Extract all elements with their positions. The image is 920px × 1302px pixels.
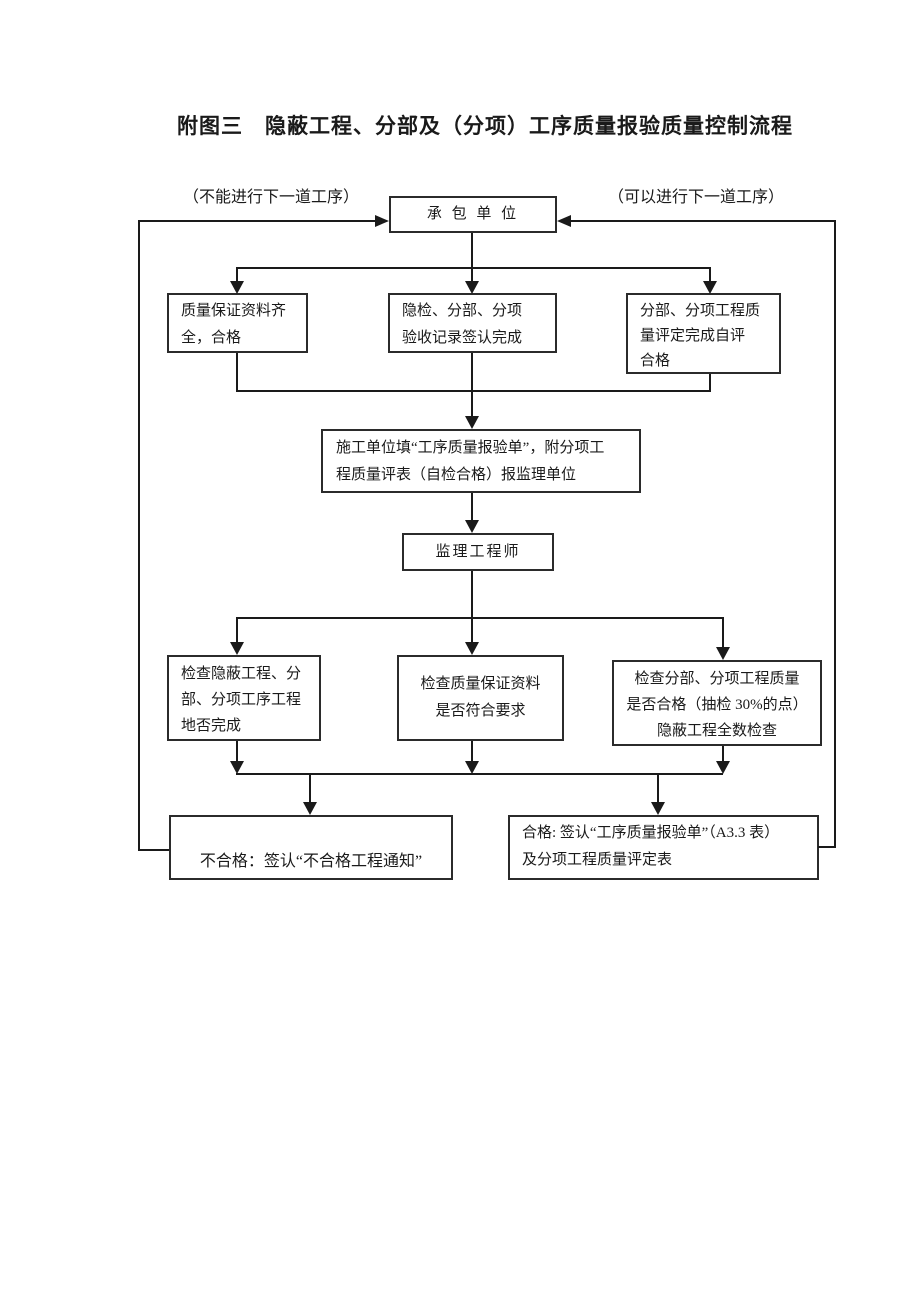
arrow-into-check-completion: [230, 642, 244, 655]
line-drop-check-qa-docs: [471, 617, 473, 643]
node-result-pass: 合格: 签认“工序质量报验单”（A3.3 表） 及分项工程质量评定表: [508, 815, 819, 880]
node-inspection-records-signed: 隐检、分部、分项 验收记录签认完成: [388, 293, 557, 353]
note-cannot-proceed: （不能进行下一道工序）: [183, 189, 360, 206]
line-merge-to-submit: [471, 390, 473, 417]
line-drop-pass: [657, 773, 659, 803]
line-left-feedback-top: [139, 220, 375, 222]
node-check-quality-sampling: 检查分部、分项工程质量 是否合格（抽检 30%的点） 隐蔽工程全数检查: [612, 660, 822, 746]
line-merge-2: [236, 773, 723, 775]
arrow-into-qa-docs: [230, 281, 244, 294]
page-title: 附图三 隐蔽工程、分部及（分项）工序质量报验质量控制流程: [177, 114, 793, 138]
line-right-feedback-vertical: [834, 220, 836, 848]
arrow-into-self-assessment: [703, 281, 717, 294]
arrow-into-submit-form: [465, 416, 479, 429]
line-check-qa-docs-down: [471, 741, 473, 762]
line-right-feedback-bottom: [818, 846, 835, 848]
node-check-qa-docs: 检查质量保证资料 是否符合要求: [397, 655, 564, 741]
line-drop-self-assessment: [709, 267, 711, 283]
line-drop-fail: [309, 773, 311, 803]
arrow-into-pass: [651, 802, 665, 815]
line-self-assessment-down: [709, 374, 711, 392]
node-supervising-engineer: 监理工程师: [402, 533, 554, 571]
arrow-check-completion-merge: [230, 761, 244, 774]
arrow-into-supervisor: [465, 520, 479, 533]
node-result-fail: 不合格：签认“不合格工程通知”: [169, 815, 453, 880]
line-qa-docs-down: [236, 353, 238, 392]
arrow-into-contractor-right: [557, 215, 571, 227]
line-drop-inspection-records: [471, 267, 473, 283]
node-qa-docs-complete: 质量保证资料齐 全，合格: [167, 293, 308, 353]
note-can-proceed: （可以进行下一道工序）: [608, 189, 785, 206]
line-right-feedback-top: [571, 220, 835, 222]
line-submit-down: [471, 493, 473, 521]
line-merge-1: [236, 390, 710, 392]
line-drop-qa-docs: [236, 267, 238, 283]
line-drop-check-quality: [722, 617, 724, 648]
line-supervisor-down: [471, 571, 473, 618]
node-self-assessment-passed: 分部、分项工程质 量评定完成自评 合格: [626, 293, 781, 374]
arrow-into-fail: [303, 802, 317, 815]
arrow-into-check-quality: [716, 647, 730, 660]
line-left-feedback-vertical: [138, 220, 140, 851]
arrow-into-contractor-left: [375, 215, 389, 227]
line-split-2: [236, 617, 723, 619]
line-drop-check-completion: [236, 617, 238, 643]
line-split-1: [236, 267, 710, 269]
line-inspection-records-down: [471, 353, 473, 392]
line-check-quality-down: [722, 746, 724, 762]
line-check-completion-down: [236, 741, 238, 762]
node-contractor: 承 包 单 位: [389, 196, 557, 233]
node-submit-inspection-form: 施工单位填“工序质量报验单”，附分项工 程质量评表（自检合格）报监理单位: [321, 429, 641, 493]
arrow-check-quality-merge: [716, 761, 730, 774]
node-check-completion: 检查隐蔽工程、分 部、分项工序工程 地否完成: [167, 655, 321, 741]
line-contractor-down: [471, 233, 473, 268]
arrow-into-check-qa-docs: [465, 642, 479, 655]
line-left-feedback-bottom: [138, 849, 169, 851]
arrow-into-inspection-records: [465, 281, 479, 294]
arrow-check-qa-docs-merge: [465, 761, 479, 774]
